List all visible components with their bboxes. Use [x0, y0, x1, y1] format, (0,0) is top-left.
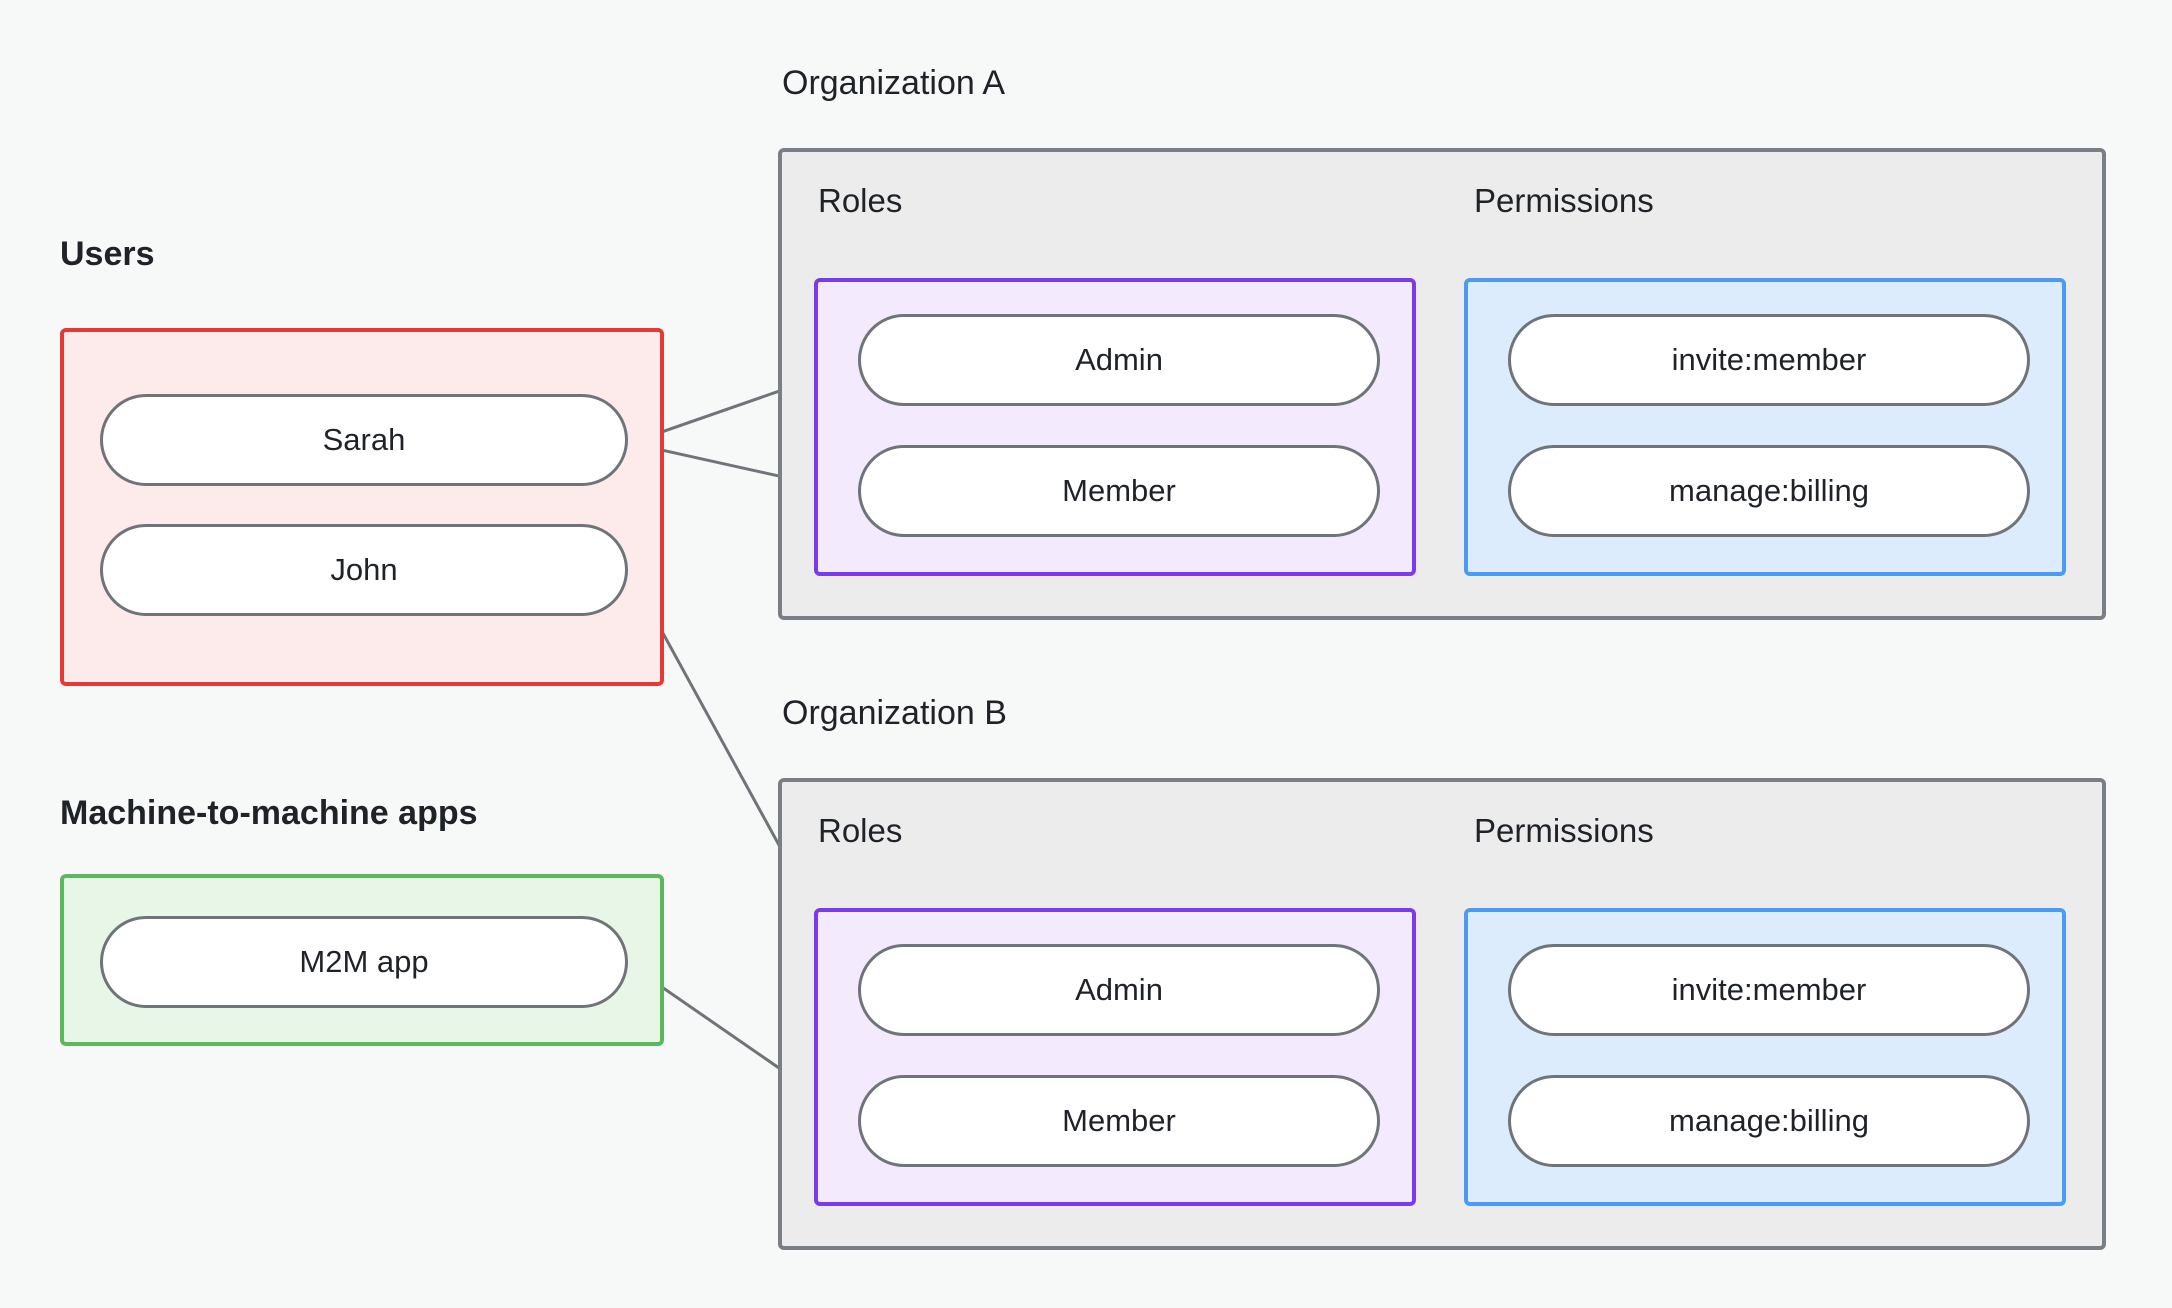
org-a-roles-box: Admin Member — [814, 278, 1416, 576]
org-b-roles-box: Admin Member — [814, 908, 1416, 1206]
org-a-roles-label: Roles — [818, 182, 903, 219]
user-node-john[interactable]: John — [100, 524, 628, 616]
org-b-title: Organization B — [782, 694, 1007, 732]
org-b-permission-manage-billing[interactable]: manage:billing — [1508, 1075, 2030, 1167]
org-b-role-member[interactable]: Member — [858, 1075, 1380, 1167]
org-b-permissions-box: invite:member manage:billing — [1464, 908, 2066, 1206]
user-node-sarah[interactable]: Sarah — [100, 394, 628, 486]
org-b-permission-invite-member[interactable]: invite:member — [1508, 944, 2030, 1036]
org-a-permissions-box: invite:member manage:billing — [1464, 278, 2066, 576]
org-a-title: Organization A — [782, 64, 1006, 102]
org-a-permissions-label: Permissions — [1474, 182, 1654, 219]
org-b-role-admin[interactable]: Admin — [858, 944, 1380, 1036]
org-a-role-admin[interactable]: Admin — [858, 314, 1380, 406]
users-group-box: Sarah John — [60, 328, 664, 686]
m2m-section-title: Machine-to-machine apps — [60, 794, 478, 832]
users-section-title: Users — [60, 235, 155, 273]
m2m-node-app[interactable]: M2M app — [100, 916, 628, 1008]
org-a-box: Roles Permissions Admin Member invite:me… — [778, 148, 2106, 620]
org-a-permission-manage-billing[interactable]: manage:billing — [1508, 445, 2030, 537]
org-a-permission-invite-member[interactable]: invite:member — [1508, 314, 2030, 406]
org-b-permissions-label: Permissions — [1474, 812, 1654, 849]
m2m-group-box: M2M app — [60, 874, 664, 1046]
org-b-box: Roles Permissions Admin Member invite:me… — [778, 778, 2106, 1250]
org-b-roles-label: Roles — [818, 812, 903, 849]
org-a-role-member[interactable]: Member — [858, 445, 1380, 537]
